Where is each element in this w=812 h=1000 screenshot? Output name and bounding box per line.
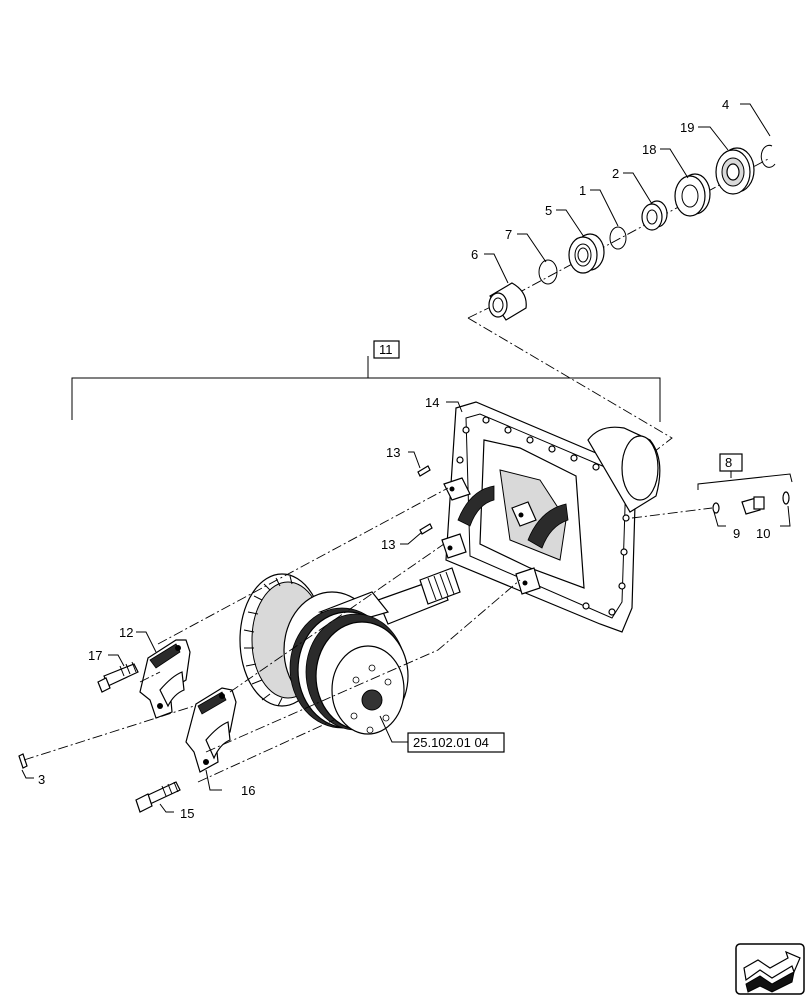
bolt-part-17 — [97, 661, 139, 693]
dowel-pin-part-13-upper — [417, 465, 431, 477]
callout-9: 9 — [733, 526, 740, 541]
bearing-cap-part-12 — [139, 639, 191, 719]
callout-13-upper: 13 — [386, 445, 400, 460]
lower-alignment-lines — [23, 487, 521, 783]
seal-part-18 — [674, 173, 711, 217]
bushing-part-6 — [488, 282, 527, 321]
callout-17: 17 — [88, 648, 102, 663]
callout-14: 14 — [425, 395, 439, 410]
callout-11: 11 — [379, 342, 393, 357]
bolt-part-15 — [135, 781, 181, 813]
upper-to-housing-line — [467, 317, 673, 456]
callout-7: 7 — [505, 227, 512, 242]
callout-10: 10 — [756, 526, 770, 541]
next-page-arrow-icon[interactable] — [735, 943, 805, 995]
callout-3: 3 — [38, 772, 45, 787]
callout-2: 2 — [612, 166, 619, 181]
breather-kit-part-8 — [631, 453, 793, 519]
housing-part-14 — [441, 401, 661, 633]
callout-5: 5 — [545, 203, 552, 218]
callout-15: 15 — [180, 806, 194, 821]
lower-leader-lines — [21, 401, 791, 813]
upper-leader-lines — [484, 103, 771, 284]
reference-label: 25.102.01 04 — [413, 735, 489, 750]
callout-19: 19 — [680, 120, 694, 135]
kit-11-bracket — [71, 377, 661, 422]
retaining-ring-part-4 — [760, 144, 776, 168]
reference-box — [407, 732, 505, 753]
bearing-part-5 — [568, 233, 605, 274]
snap-ring-part-7 — [538, 259, 558, 285]
callout-12: 12 — [119, 625, 133, 640]
nut-part-2 — [641, 200, 668, 231]
callout-16: 16 — [241, 783, 255, 798]
dowel-pin-part-3 — [18, 753, 28, 769]
callout-18: 18 — [642, 142, 656, 157]
bearing-cap-part-16 — [185, 687, 237, 773]
callout-6: 6 — [471, 247, 478, 262]
differential-assembly — [239, 567, 461, 735]
callout-13-lower: 13 — [381, 537, 395, 552]
kit-11-box — [373, 340, 400, 359]
callout-8: 8 — [725, 455, 732, 470]
callout-4: 4 — [722, 97, 729, 112]
circlip-part-1 — [609, 226, 627, 250]
callout-1: 1 — [579, 183, 586, 198]
seal-ring-part-19 — [715, 147, 755, 195]
